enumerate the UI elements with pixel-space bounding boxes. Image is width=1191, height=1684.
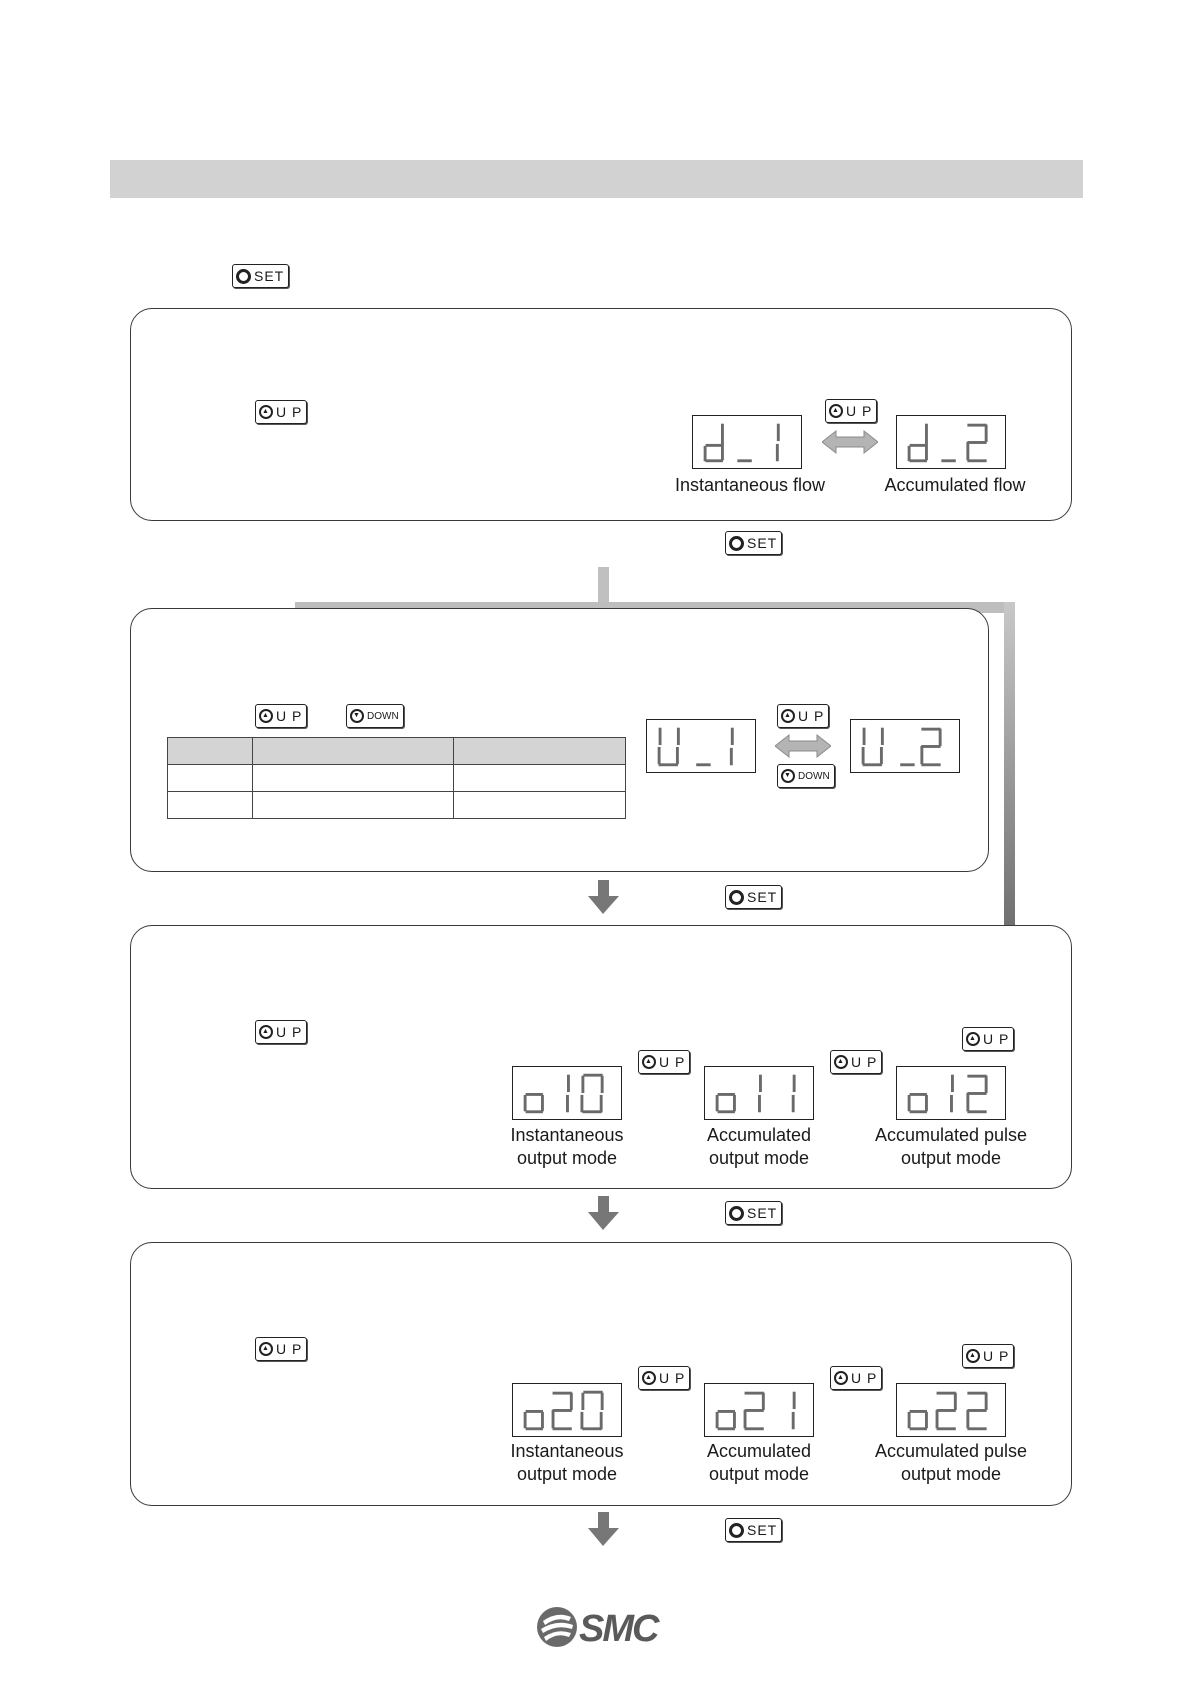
table-row [167,791,626,819]
table-cell [252,764,454,792]
svg-text:SMC: SMC [579,1608,660,1650]
up-button-panel1-right[interactable]: ▲ U P [825,399,878,423]
set-button-4[interactable]: SET [725,1518,783,1542]
up-button-panel4-loop[interactable]: ▲ U P [962,1344,1015,1368]
caption-instantaneous-output: Instantaneous output mode [487,1124,647,1170]
smc-logo-icon: SMC [537,1607,662,1650]
double-arrow-icon [774,731,832,761]
lcd-display-d2 [896,415,1006,469]
up-triangle-icon: ▲ [829,404,843,418]
up-button-panel3-loop[interactable]: ▲ U P [962,1027,1015,1051]
up-button-panel3-left[interactable]: ▲ U P [255,1020,308,1044]
caption-instantaneous-output-2: Instantaneous output mode [487,1440,647,1486]
output1-mode-panel [130,925,1072,1189]
lcd-display-o22 [896,1383,1006,1437]
lcd-digits [523,1073,604,1114]
table-cell [453,737,626,765]
caption-line: output mode [516,1148,618,1168]
table-cell [453,764,626,792]
down-button-panel2[interactable]: ▼ DOWN [346,704,404,728]
set-knob-icon [729,1522,744,1538]
lcd-display-d1 [692,415,802,469]
smc-logo: SMC [535,1603,665,1651]
lcd-digits [715,1391,796,1431]
up-triangle-icon: ▲ [642,1055,656,1069]
caption-accumulated-flow: Accumulated flow [884,475,1026,495]
up-button-panel2-right[interactable]: ▲ U P [777,704,830,728]
table-row [167,764,626,792]
up-triangle-icon: ▲ [259,1025,273,1039]
up-triangle-icon: ▲ [834,1055,848,1069]
up-button-panel4-a[interactable]: ▲ U P [638,1366,691,1390]
caption-instantaneous-flow: Instantaneous flow [674,475,826,495]
caption-accumulated-output-2: Accumulated output mode [679,1440,839,1486]
caption-line: Instantaneous [510,1125,624,1145]
down-triangle-icon: ▼ [350,709,364,723]
table-cell [252,737,454,765]
lcd-display-u2 [850,719,960,773]
up-button-panel3-b[interactable]: ▲ U P [830,1050,883,1074]
table-header-row [167,737,626,765]
set-knob-icon [729,535,744,551]
down-triangle-icon: ▼ [781,769,795,783]
caption-accumulated-pulse-output: Accumulated pulse output mode [861,1124,1041,1170]
table-cell [453,791,626,819]
caption-line: Accumulated pulse [874,1441,1028,1461]
up-button-panel4-b[interactable]: ▲ U P [830,1366,883,1390]
up-triangle-icon: ▲ [966,1349,980,1363]
set-button-2[interactable]: SET [725,885,783,909]
set-knob-icon [729,1205,744,1221]
caption-line: output mode [900,1148,1002,1168]
up-triangle-icon: ▲ [259,405,273,419]
table-cell [252,791,454,819]
lcd-digits [907,1074,988,1114]
lcd-digits [861,727,942,767]
output2-mode-panel [130,1242,1072,1506]
table-cell [167,764,253,792]
up-button-panel3-a[interactable]: ▲ U P [638,1050,691,1074]
lcd-digits [523,1390,604,1431]
caption-line: Accumulated [706,1441,812,1461]
up-button-panel1-left[interactable]: ▲ U P [255,400,308,424]
caption-accumulated-pulse-output-2: Accumulated pulse output mode [861,1440,1041,1486]
caption-line: Accumulated pulse [874,1125,1028,1145]
unit-table [167,737,626,819]
lcd-digits [907,1391,988,1431]
lcd-display-o21 [704,1383,814,1437]
set-button-3[interactable]: SET [725,1201,783,1225]
set-button-intro[interactable]: SET [232,264,290,288]
lcd-display-o11 [704,1066,814,1120]
caption-line: Instantaneous [510,1441,624,1461]
up-triangle-icon: ▲ [966,1032,980,1046]
lcd-digits [703,423,780,463]
table-cell [167,737,253,765]
caption-line: output mode [708,1148,810,1168]
set-knob-icon [236,268,251,284]
lcd-display-o20 [512,1383,622,1437]
caption-accumulated-output: Accumulated output mode [679,1124,839,1170]
lcd-digits [715,1074,796,1114]
set-button-1[interactable]: SET [725,531,783,555]
caption-line: Accumulated [706,1125,812,1145]
up-button-panel2[interactable]: ▲ U P [255,704,308,728]
lcd-display-u1 [646,719,756,773]
table-cell [167,791,253,819]
lcd-digits [657,727,734,767]
caption-line: output mode [708,1464,810,1484]
up-triangle-icon: ▲ [259,1342,273,1356]
up-button-panel4-left[interactable]: ▲ U P [255,1337,308,1361]
up-triangle-icon: ▲ [834,1371,848,1385]
up-triangle-icon: ▲ [259,709,273,723]
up-triangle-icon: ▲ [781,709,795,723]
set-knob-icon [729,889,744,905]
caption-line: output mode [900,1464,1002,1484]
lcd-display-o12 [896,1066,1006,1120]
lcd-digits [907,423,988,463]
section-header-bar [110,160,1083,198]
lcd-display-o10 [512,1066,622,1120]
down-button-panel2-right[interactable]: ▼ DOWN [777,764,835,788]
caption-line: output mode [516,1464,618,1484]
up-triangle-icon: ▲ [642,1371,656,1385]
